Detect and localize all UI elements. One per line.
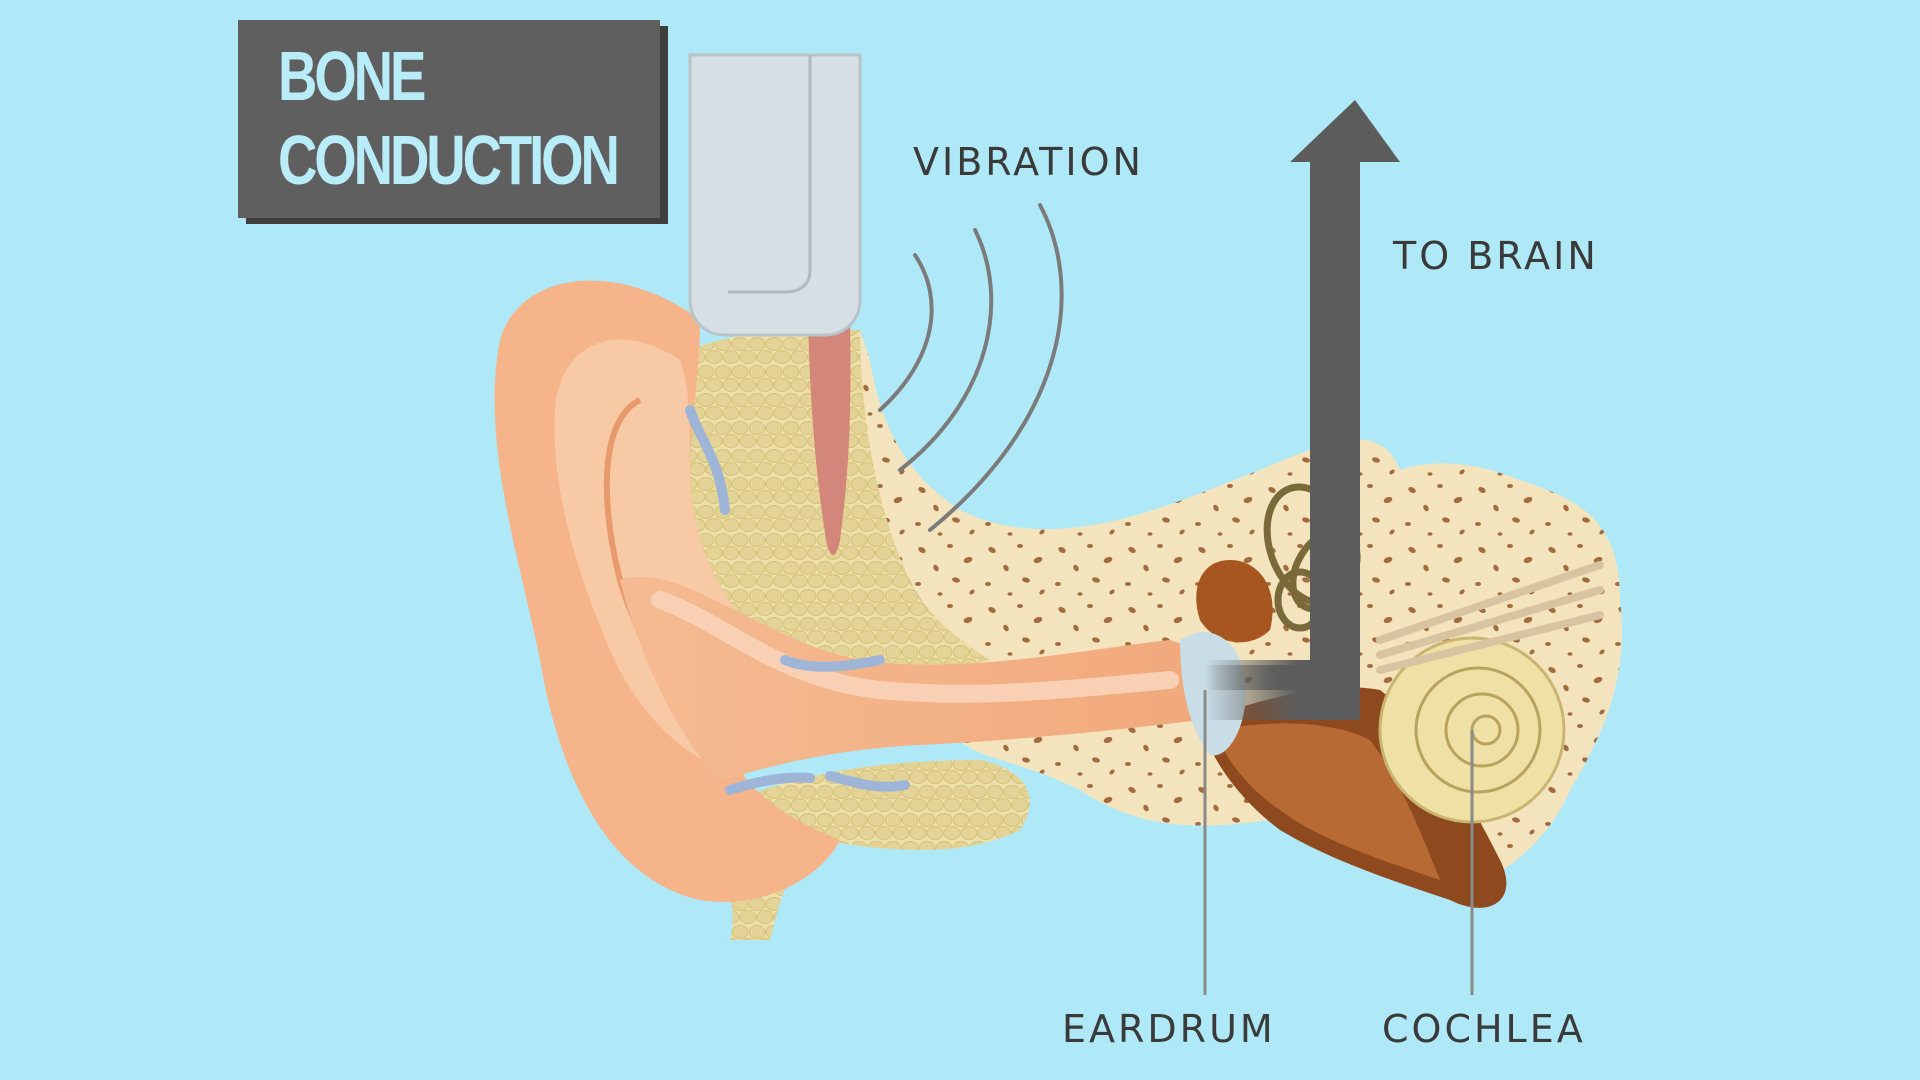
title-line-2: CONDUCTION — [278, 121, 620, 199]
soft-tissue-lower — [700, 760, 1030, 940]
transducer-rod — [808, 320, 851, 555]
bone-conduction-transducer-icon — [688, 53, 862, 337]
up-arrow-icon — [1205, 100, 1400, 720]
vibration-label: VIBRATION — [913, 140, 1144, 184]
title-line-1: BONE — [278, 37, 426, 115]
to-brain-label: TO BRAIN — [1393, 234, 1599, 278]
ear-canal-highlight — [651, 591, 1179, 703]
title-box: BONE CONDUCTION — [238, 20, 660, 218]
auditory-nerve — [1376, 561, 1604, 674]
ear-canal — [620, 576, 1200, 780]
cochlea-label: COCHLEA — [1382, 1007, 1586, 1051]
vibration-wave-icon — [878, 203, 1064, 532]
blood-vessels — [685, 405, 910, 795]
middle-ear-cavity-light — [1215, 723, 1440, 880]
ear-bone-outline — [1196, 560, 1273, 643]
eardrum-label: EARDRUM — [1062, 1007, 1276, 1051]
